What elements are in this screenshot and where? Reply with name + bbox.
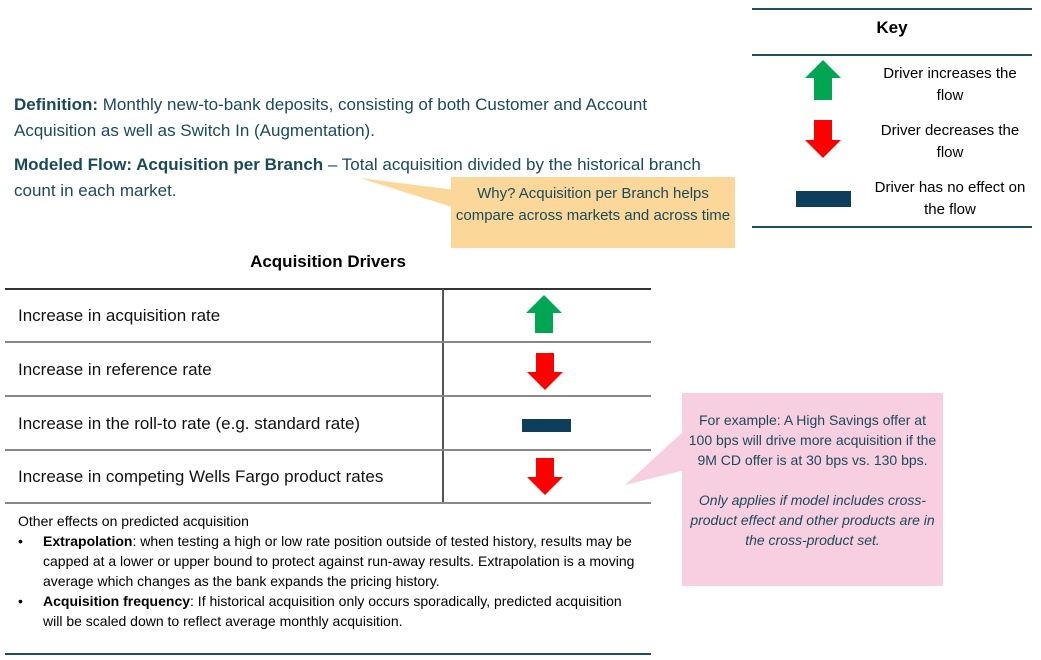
example-callout-pointer xyxy=(625,430,685,485)
bullet-icon: • xyxy=(18,593,23,609)
list-item: • Extrapolation: when testing a high or … xyxy=(18,531,638,591)
bullet-icon: • xyxy=(18,533,23,549)
table-row-rule xyxy=(5,341,651,343)
red-down-arrow-icon xyxy=(805,120,841,158)
driver-label: Increase in reference rate xyxy=(18,360,212,379)
definition-text: Monthly new-to-bank deposits, consisting… xyxy=(14,95,648,140)
red-down-arrow-icon xyxy=(527,353,563,390)
driver-label: Increase in the roll-to rate (e.g. stand… xyxy=(18,414,361,433)
navy-bar-icon xyxy=(796,191,851,207)
key-top-rule xyxy=(752,8,1032,10)
bullet-label: Extrapolation xyxy=(43,533,133,549)
section-bottom-rule xyxy=(5,653,651,655)
table-bottom-rule xyxy=(5,502,651,504)
modeled-flow-label: Modeled Flow: Acquisition per Branch xyxy=(14,155,324,174)
key-title: Key xyxy=(876,18,908,37)
green-up-arrow-icon xyxy=(805,60,841,100)
key-header-rule xyxy=(752,54,1032,56)
bullet-text: : when testing a high or low rate positi… xyxy=(43,533,635,589)
table-top-rule xyxy=(5,288,651,290)
example-callout: For example: A High Savings offer at 100… xyxy=(682,393,943,586)
drivers-title: Acquisition Drivers xyxy=(250,252,406,271)
example-callout-note: Only applies if model includes cross-pro… xyxy=(690,492,935,548)
navy-bar-icon xyxy=(522,419,571,432)
key-increase-label: Driver increases the flow xyxy=(883,65,1017,104)
example-callout-text: For example: A High Savings offer at 100… xyxy=(688,412,937,468)
bullet-text: : If historical acquisition only occurs … xyxy=(43,593,622,629)
modeled-flow-paragraph: Modeled Flow: Acquisition per Branch – T… xyxy=(14,152,704,204)
bullet-label: Acquisition frequency xyxy=(43,593,191,609)
definition-paragraph: Definition: Monthly new-to-bank deposits… xyxy=(14,92,724,144)
other-effects-section: Other effects on predicted acquisition •… xyxy=(18,511,638,631)
table-row-rule xyxy=(5,449,651,451)
definition-label: Definition: xyxy=(14,95,99,114)
other-effects-heading: Other effects on predicted acquisition xyxy=(18,513,249,529)
key-decrease-label: Driver decreases the flow xyxy=(880,122,1020,161)
why-callout-pointer xyxy=(360,178,455,208)
key-bottom-rule xyxy=(752,226,1032,228)
driver-label: Increase in acquisition rate xyxy=(18,306,221,325)
red-down-arrow-icon xyxy=(527,458,563,495)
modeled-flow-text: – Total acquisition divided by the histo… xyxy=(14,155,701,200)
list-item: • Acquisition frequency: If historical a… xyxy=(18,591,638,631)
driver-label: Increase in competing Wells Fargo produc… xyxy=(18,467,384,486)
why-callout: Why? Acquisition per Branch helps compar… xyxy=(451,177,735,248)
table-row-rule xyxy=(5,395,651,397)
green-up-arrow-icon xyxy=(526,295,562,333)
key-no-effect-label: Driver has no effect on the flow xyxy=(874,179,1026,218)
